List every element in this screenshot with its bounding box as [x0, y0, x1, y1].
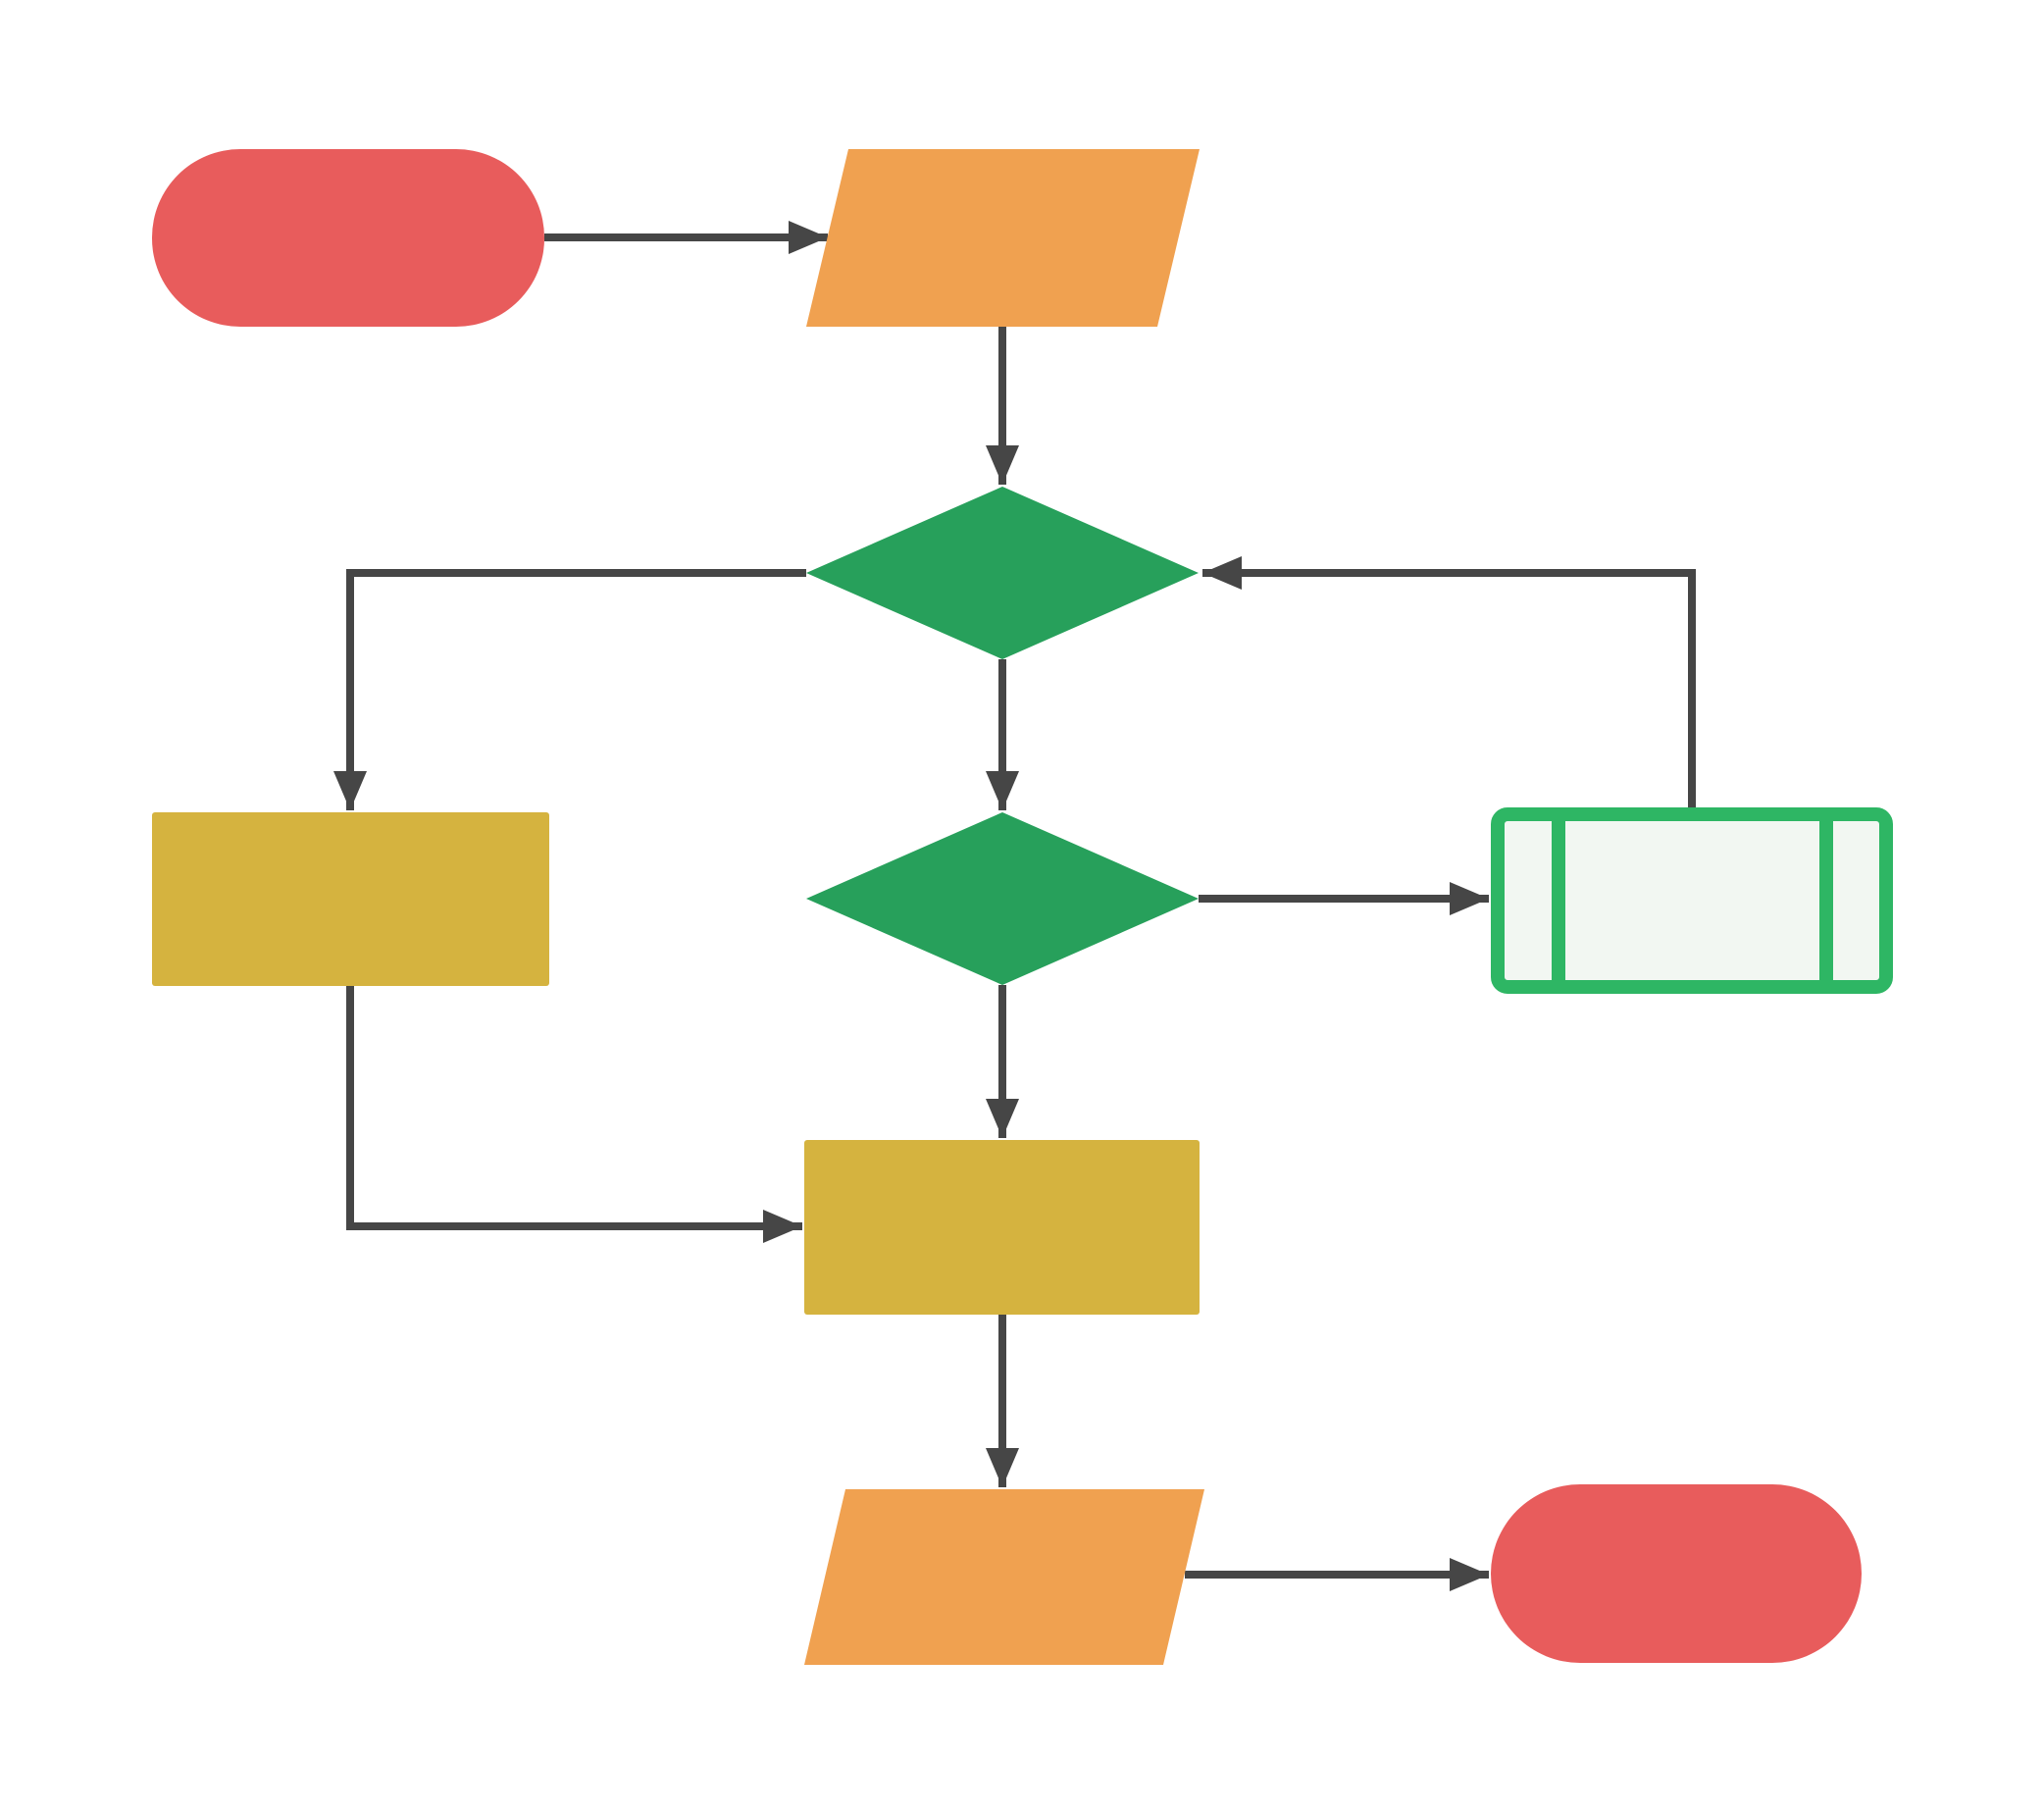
- node-predefined-process: [1491, 807, 1893, 994]
- node-decision1-diamond: [806, 487, 1199, 659]
- node-end-terminator: [1491, 1484, 1862, 1663]
- connector-decision1-to-processleft: [333, 569, 806, 810]
- predefined-process-body: [1491, 807, 1893, 994]
- connector-layer: [333, 221, 1696, 1591]
- node-output-parallelogram: [804, 1489, 1204, 1665]
- connector-processleft-to-processcenter: [346, 986, 802, 1243]
- node-process-center-rectangle: [804, 1140, 1200, 1315]
- node-layer: [152, 149, 1893, 1665]
- connector-predefined-to-decision1-feedback: [1202, 556, 1696, 807]
- node-input-parallelogram: [806, 149, 1200, 327]
- node-decision2-diamond: [806, 812, 1199, 985]
- node-start-terminator: [152, 149, 544, 327]
- node-process-left-rectangle: [152, 812, 549, 986]
